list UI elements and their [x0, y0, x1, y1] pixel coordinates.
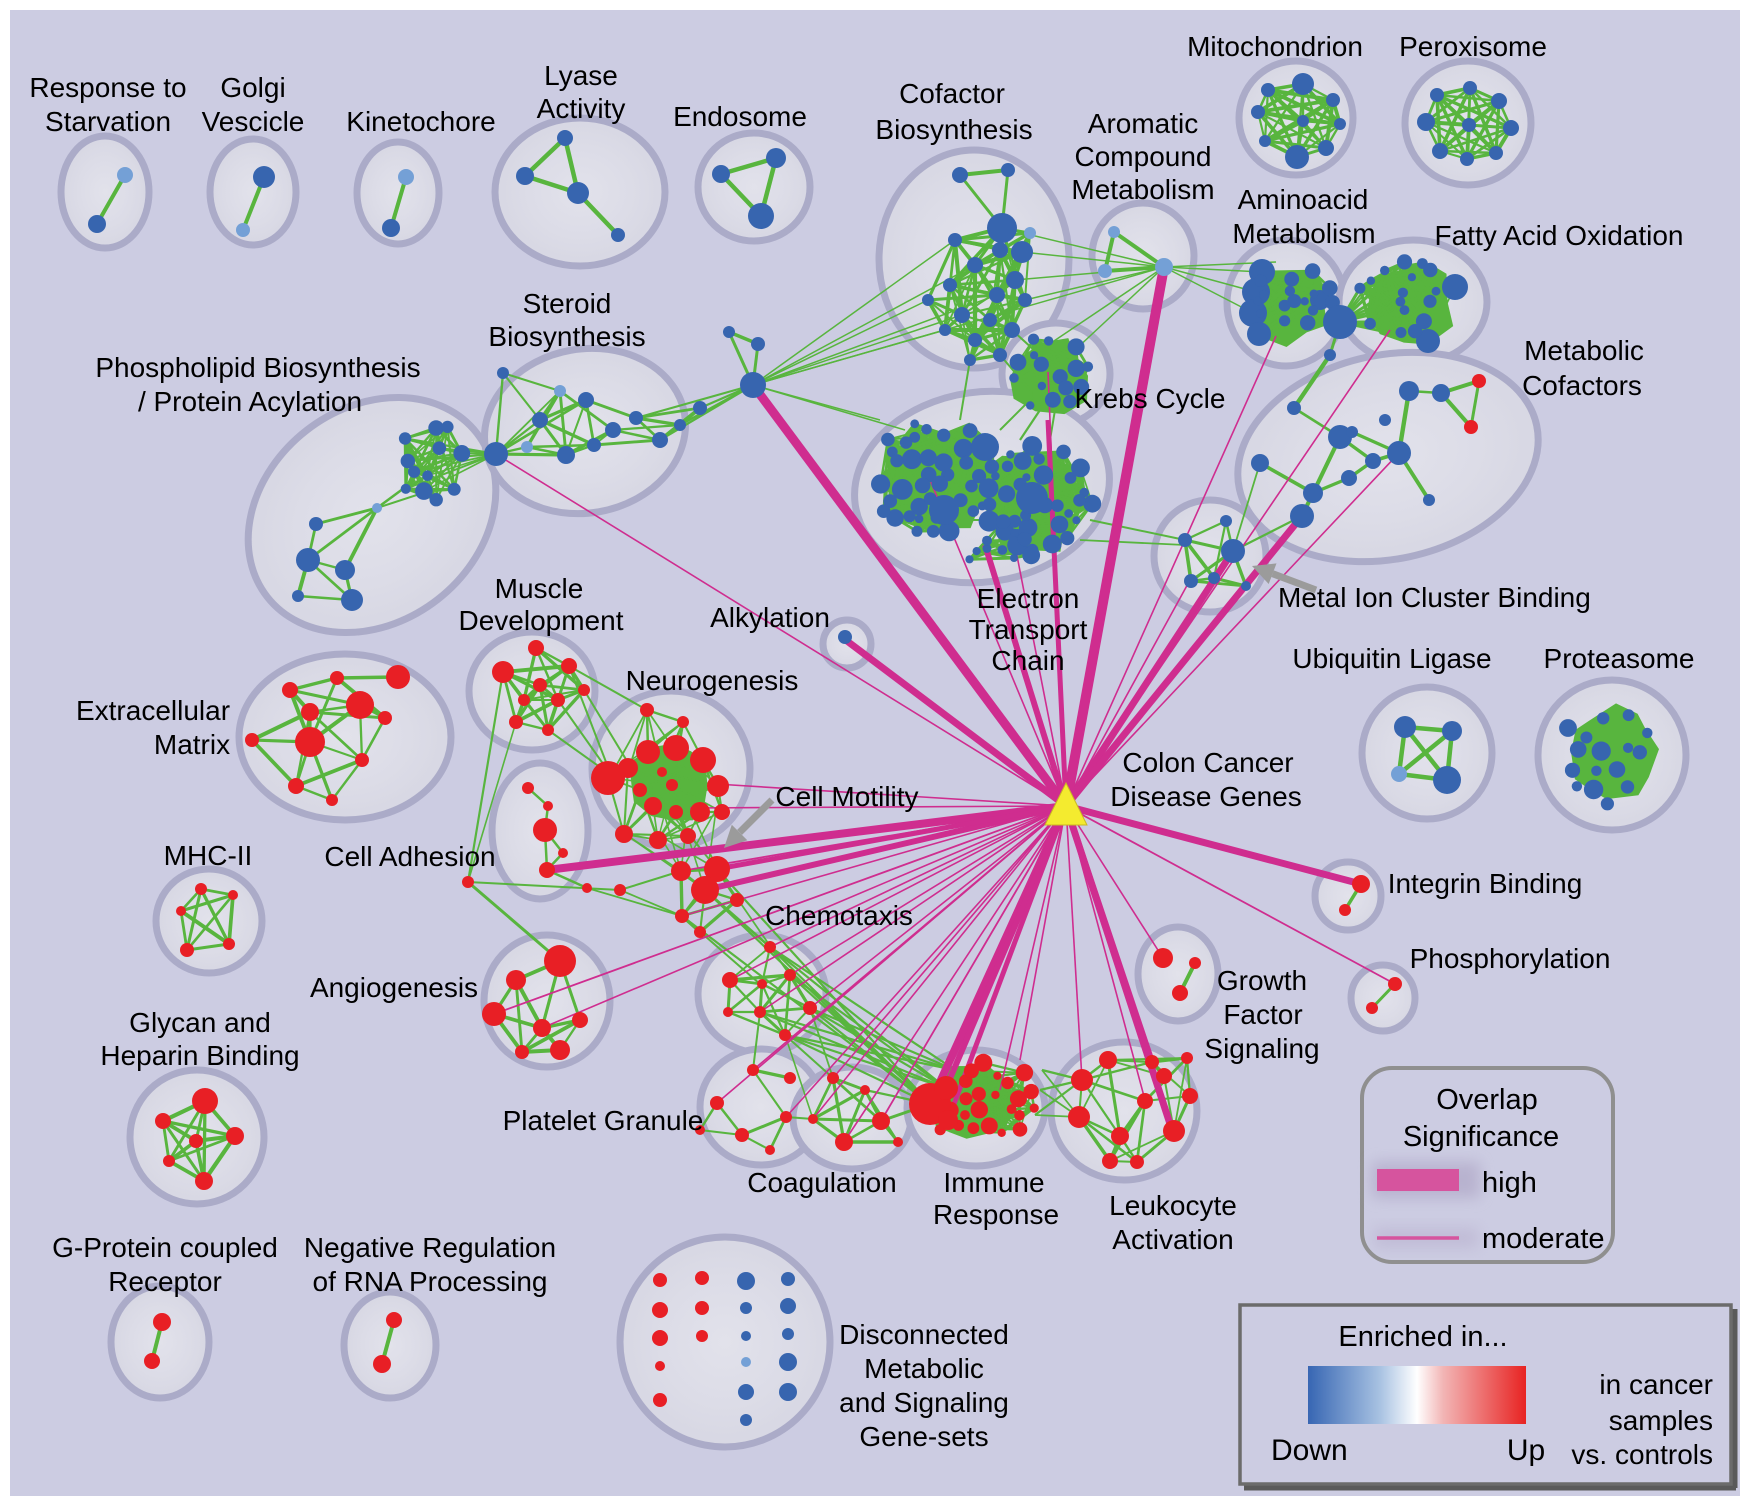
svg-text:Phospholipid Biosynthesis: Phospholipid Biosynthesis: [95, 352, 420, 383]
svg-text:Disease Genes: Disease Genes: [1110, 781, 1301, 812]
svg-text:Muscle: Muscle: [495, 573, 584, 604]
svg-text:Cofactor: Cofactor: [899, 78, 1005, 109]
svg-text:Compound: Compound: [1075, 141, 1212, 172]
svg-text:Immune: Immune: [943, 1167, 1044, 1198]
svg-text:moderate: moderate: [1482, 1223, 1605, 1255]
svg-text:Response to: Response to: [29, 72, 186, 103]
svg-text:Enriched in...: Enriched in...: [1338, 1321, 1507, 1353]
svg-text:Peroxisome: Peroxisome: [1399, 31, 1547, 62]
svg-text:Extracellular: Extracellular: [76, 695, 230, 726]
svg-text:Matrix: Matrix: [154, 729, 230, 760]
svg-text:Coagulation: Coagulation: [747, 1167, 896, 1198]
svg-text:Colon Cancer: Colon Cancer: [1122, 747, 1293, 778]
svg-text:Metabolism: Metabolism: [1071, 174, 1214, 205]
svg-text:Metabolism: Metabolism: [1232, 218, 1375, 249]
svg-text:Fatty Acid Oxidation: Fatty Acid Oxidation: [1434, 220, 1683, 251]
svg-text:in cancer: in cancer: [1599, 1369, 1713, 1400]
svg-text:Receptor: Receptor: [108, 1266, 222, 1297]
svg-text:Biosynthesis: Biosynthesis: [875, 114, 1032, 145]
svg-text:Factor: Factor: [1223, 999, 1302, 1030]
svg-text:vs. controls: vs. controls: [1571, 1439, 1713, 1470]
svg-text:Signaling: Signaling: [1204, 1033, 1319, 1064]
svg-text:Krebs Cycle: Krebs Cycle: [1075, 383, 1226, 414]
svg-text:Alkylation: Alkylation: [710, 602, 830, 633]
svg-text:of RNA Processing: of RNA Processing: [313, 1266, 548, 1297]
svg-text:high: high: [1482, 1167, 1537, 1199]
svg-text:Steroid: Steroid: [523, 288, 612, 319]
svg-text:Leukocyte: Leukocyte: [1109, 1190, 1237, 1221]
svg-text:Metabolic: Metabolic: [1524, 335, 1644, 366]
svg-text:Response: Response: [933, 1199, 1059, 1230]
svg-text:Biosynthesis: Biosynthesis: [488, 321, 645, 352]
svg-text:G-Protein coupled: G-Protein coupled: [52, 1232, 278, 1263]
svg-text:Cell Adhesion: Cell Adhesion: [324, 841, 495, 872]
svg-text:Development: Development: [459, 605, 624, 636]
svg-text:Down: Down: [1271, 1434, 1348, 1467]
svg-text:Activation: Activation: [1112, 1224, 1233, 1255]
svg-text:Chemotaxis: Chemotaxis: [765, 900, 913, 931]
svg-text:Mitochondrion: Mitochondrion: [1187, 31, 1363, 62]
svg-text:Activity: Activity: [537, 93, 626, 124]
svg-text:Aromatic: Aromatic: [1088, 108, 1198, 139]
svg-text:Electron: Electron: [977, 583, 1080, 614]
svg-text:Kinetochore: Kinetochore: [346, 106, 495, 137]
svg-text:MHC-II: MHC-II: [164, 840, 253, 871]
svg-text:Cell Motility: Cell Motility: [775, 781, 918, 812]
svg-text:Aminoacid: Aminoacid: [1238, 184, 1369, 215]
svg-text:Ubiquitin Ligase: Ubiquitin Ligase: [1292, 643, 1491, 674]
svg-text:Lyase: Lyase: [544, 60, 618, 91]
svg-text:Disconnected: Disconnected: [839, 1319, 1009, 1350]
svg-text:Vescicle: Vescicle: [202, 106, 305, 137]
svg-text:samples: samples: [1609, 1405, 1713, 1436]
svg-text:Platelet Granule: Platelet Granule: [503, 1105, 704, 1136]
svg-text:Significance: Significance: [1403, 1121, 1559, 1153]
svg-text:Metabolic: Metabolic: [864, 1353, 984, 1384]
svg-text:Overlap: Overlap: [1436, 1084, 1538, 1116]
svg-text:Metal Ion Cluster Binding: Metal Ion Cluster Binding: [1278, 582, 1591, 613]
svg-text:Phosphorylation: Phosphorylation: [1410, 943, 1611, 974]
svg-text:Cofactors: Cofactors: [1522, 370, 1642, 401]
svg-text:Golgi: Golgi: [220, 72, 285, 103]
svg-text:Proteasome: Proteasome: [1544, 643, 1695, 674]
svg-text:and Signaling: and Signaling: [839, 1387, 1009, 1418]
svg-text:Up: Up: [1507, 1434, 1545, 1467]
svg-text:Endosome: Endosome: [673, 101, 807, 132]
svg-text:Gene-sets: Gene-sets: [859, 1421, 988, 1452]
svg-text:Heparin Binding: Heparin Binding: [100, 1040, 299, 1071]
svg-text:Growth: Growth: [1217, 965, 1307, 996]
svg-text:Transport: Transport: [969, 614, 1088, 645]
svg-text:Starvation: Starvation: [45, 106, 171, 137]
svg-text:Angiogenesis: Angiogenesis: [310, 972, 478, 1003]
svg-text:Glycan and: Glycan and: [129, 1007, 271, 1038]
svg-text:/ Protein Acylation: / Protein Acylation: [138, 386, 362, 417]
svg-text:Negative Regulation: Negative Regulation: [304, 1232, 556, 1263]
svg-text:Neurogenesis: Neurogenesis: [626, 665, 799, 696]
svg-text:Chain: Chain: [991, 645, 1064, 676]
svg-text:Integrin Binding: Integrin Binding: [1388, 868, 1583, 899]
